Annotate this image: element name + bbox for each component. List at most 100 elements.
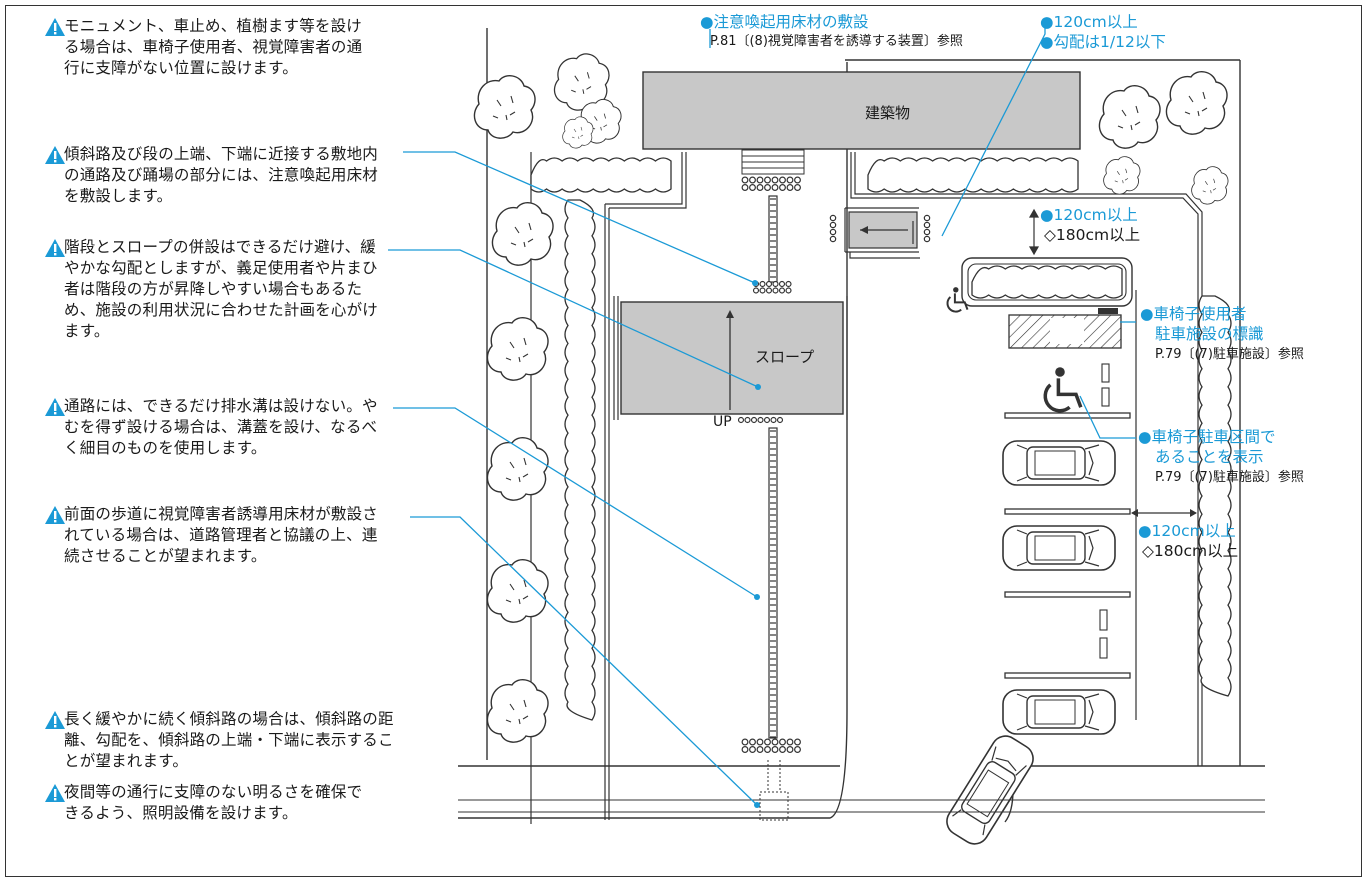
tactile-dot	[749, 176, 756, 184]
note-sidewalk: 前面の歩道に視覚障害者誘導用床材が敷設されている場合は、道路管理者と協議の上、連…	[64, 505, 379, 565]
zone-title: ●車椅子駐車区間で	[1138, 428, 1276, 446]
main-slope	[613, 296, 848, 420]
tactile-dot	[785, 280, 792, 288]
low-width-label-2: ◇180cm以上	[1142, 542, 1239, 560]
note-tactile: 傾斜路及び段の上端、下端に近接する敷地内の通路及び踊場の部分には、注意喚起用床材…	[64, 145, 379, 205]
tactile-dot	[794, 184, 801, 191]
tactile-dot	[786, 738, 794, 746]
sign-title: ●車椅子使用者	[1140, 305, 1247, 323]
tactile-dot	[786, 184, 794, 191]
tactile-dot	[741, 746, 749, 753]
caution-ref: P.81〔(8)視覚障害者を誘導する装置〕参照	[710, 34, 963, 49]
tactile-dot	[771, 746, 779, 753]
tactile-dot	[785, 287, 792, 294]
shrub	[564, 199, 596, 721]
building	[642, 71, 1081, 150]
up-label: UP	[713, 414, 732, 430]
note-lighting: 夜間等の通行に支障のない明るさを確保できるよう、照明設備を設けます。	[64, 783, 363, 822]
tactile-dot	[750, 416, 758, 424]
walkway-edges	[530, 152, 1203, 824]
leader-lines	[388, 26, 1136, 806]
note-drainage: 通路には、できるだけ排水溝は設けない。やむを得ず設ける場合は、溝蓋を設け、なるべ…	[64, 397, 378, 457]
top-width-label: ●120cm以上	[1040, 13, 1138, 31]
tactile-line	[768, 427, 778, 739]
tactile-dot	[786, 176, 794, 184]
warning-icon	[45, 398, 65, 416]
sign-ref: P.79〔(7)駐車施設〕参照	[1155, 347, 1304, 362]
shrub	[1198, 295, 1232, 697]
tactile-dot	[829, 214, 837, 222]
mid-width-label-2: ◇180cm以上	[1044, 226, 1141, 244]
tactile-dot	[779, 746, 786, 753]
tactile-dot	[779, 176, 786, 184]
tactile-dot	[779, 738, 786, 746]
warning-icon	[45, 18, 65, 36]
tactile-dot	[771, 738, 779, 746]
tactile-dot	[923, 214, 931, 222]
note-long-slope: 長く緩やかに続く傾斜路の場合は、傾斜路の距離、勾配を、傾斜路の上端・下端に表示す…	[64, 710, 394, 770]
tactile-dot	[756, 738, 764, 746]
tactile-dot	[771, 176, 779, 184]
wheelchair-stops	[1099, 363, 1110, 659]
tactile-dot	[749, 184, 756, 191]
top-gradient-label: ●勾配は1/12以下	[1040, 33, 1166, 51]
trees-and-shrubs	[473, 53, 1232, 743]
tactile-dot	[779, 184, 786, 191]
tactile-dot	[741, 176, 749, 184]
tactile-dot	[794, 176, 801, 184]
tactile-dot	[776, 416, 784, 424]
tactile-dot	[829, 235, 837, 243]
entrance-steps	[741, 149, 805, 175]
tactile-dot	[829, 221, 837, 229]
tactile-dot	[794, 746, 801, 753]
leader-dots	[752, 280, 761, 808]
tactile-dot	[829, 228, 837, 236]
tactile-dot	[772, 287, 779, 294]
tactile-dot	[756, 176, 764, 184]
sign-title-2: 駐車施設の標識	[1155, 325, 1264, 343]
note-stairs-slope: 階段とスロープの併設はできるだけ避け、緩やかな勾配としますが、義足使用者や片まひ…	[64, 238, 379, 340]
site-boundary	[458, 28, 1265, 823]
tactile-dot	[741, 738, 749, 746]
tactile-dot	[756, 746, 764, 753]
parking-lines	[1004, 412, 1131, 679]
tactile-dot	[764, 176, 771, 184]
sidewalk-strip	[458, 760, 1265, 821]
mid-width-label: ●120cm以上	[1040, 206, 1138, 224]
tactile-line	[768, 195, 778, 283]
tactile-dot	[770, 416, 777, 424]
zone-title-2: あることを表示	[1155, 448, 1264, 466]
warning-icon	[45, 239, 65, 257]
zone-ref: P.79〔(7)駐車施設〕参照	[1155, 470, 1304, 485]
tactile-dot	[744, 416, 751, 424]
warning-icon	[45, 711, 65, 729]
tactile-dot	[764, 738, 771, 746]
caution-title: ●注意喚起用床材の敷設	[700, 13, 869, 31]
tactile-dot	[923, 235, 931, 243]
tactile-dot	[765, 280, 773, 288]
tactile-dot	[794, 738, 801, 746]
tactile-dot	[763, 416, 771, 424]
warning-icon	[45, 506, 65, 524]
tactile-dot	[752, 287, 760, 294]
building-label: 建築物	[865, 104, 911, 122]
low-width-label: ●120cm以上	[1138, 522, 1236, 540]
tactile-dot	[923, 221, 931, 229]
slope-label: スロープ	[755, 348, 815, 366]
tactile-dot	[765, 287, 773, 294]
tactile-paving	[737, 176, 931, 753]
tactile-dot	[772, 280, 779, 288]
tactile-dot	[771, 184, 779, 191]
tactile-dot	[759, 287, 766, 294]
tactile-dot	[756, 184, 764, 191]
tactile-dot	[749, 746, 756, 753]
note-monument: モニュメント、車止め、植樹ます等を設ける場合は、車椅子使用者、視覚障害者の通行に…	[64, 17, 363, 77]
shrub	[530, 157, 672, 193]
tactile-dot	[778, 287, 786, 294]
tactile-dot	[786, 746, 794, 753]
tactile-dot	[764, 746, 771, 753]
warning-icon	[45, 146, 65, 164]
tactile-dot	[923, 228, 931, 236]
